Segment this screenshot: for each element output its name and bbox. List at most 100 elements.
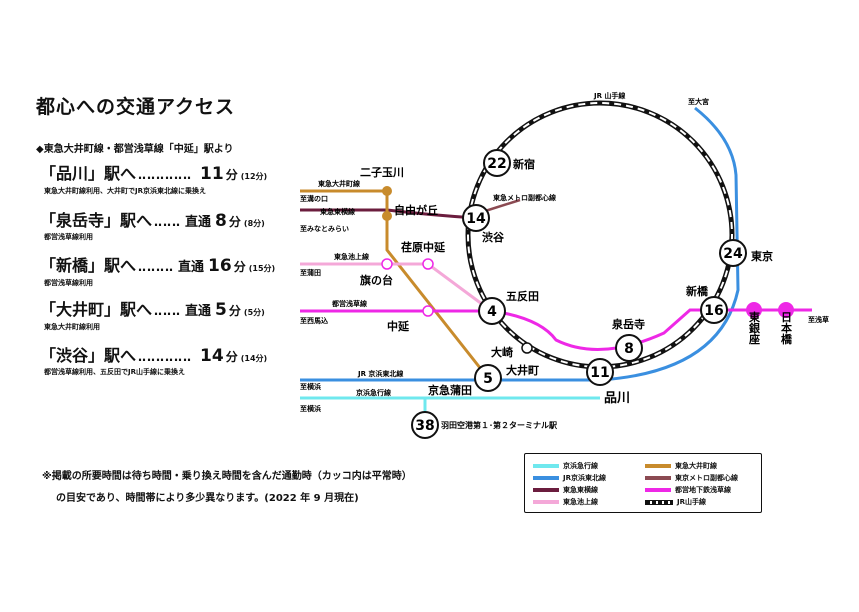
station-oimachi: 大井町 <box>506 363 539 377</box>
station-futakotamagawa: 二子玉川 <box>360 166 404 179</box>
svg-text:8: 8 <box>624 341 634 357</box>
station-sengakuji: 泉岳寺 <box>611 317 645 331</box>
badge-gotanda: 4 <box>478 297 506 325</box>
legend-swatch <box>645 476 671 480</box>
yamanote-label: JR 山手線 <box>593 91 625 100</box>
route-type: 直通 <box>185 304 212 319</box>
badge-sengakuji: 8 <box>615 334 643 362</box>
station-shibuya: 渋谷 <box>482 230 505 244</box>
station-nakanobu: 中延 <box>387 319 410 333</box>
route-minutes: 14 <box>200 346 224 366</box>
station-shinagawa: 品川 <box>604 391 630 406</box>
legend-item-oimachi: 東急大井町線 <box>645 461 717 472</box>
station-dot-nihonbashi <box>778 302 794 318</box>
station-keikyukamata: 京急蒲田 <box>428 383 472 397</box>
to-nishimagome-label: 至西馬込 <box>300 316 328 325</box>
keihin-tohoku-line <box>300 106 740 382</box>
ikegami-line <box>300 262 491 312</box>
badge-shinjuku: 22 <box>483 149 511 177</box>
to-mizonokuchi-label: 至溝の口 <box>300 194 328 203</box>
route-dots: ‥‥‥ <box>154 304 182 318</box>
route-normal-time: (12分) <box>240 172 268 181</box>
asakusa-line-label: 都営浅草線 <box>331 299 367 308</box>
oimachi-line <box>300 189 490 379</box>
route-minutes: 8 <box>215 211 227 231</box>
fukutoshin-line <box>481 198 521 214</box>
station-hatanodai: 旗の台 <box>360 273 393 287</box>
svg-text:5: 5 <box>483 371 493 387</box>
route-unit: 分 <box>228 215 241 229</box>
ikegami-line-label: 東急池上線 <box>334 252 369 261</box>
station-higashiginza: 東銀座 <box>748 310 762 345</box>
badge-haneda: 38 <box>411 411 439 439</box>
station-shinjuku: 新宿 <box>513 157 535 171</box>
legend-swatch <box>645 464 671 468</box>
footnote-line-1: ※掲載の所要時間は待ち時間・乗り換え時間を含んだ通勤時（カッコ内は平常時） <box>42 471 412 482</box>
station-ebaranakanobu: 荏原中延 <box>401 240 446 254</box>
route-dots: ‥‥‥‥‥‥ <box>138 350 193 364</box>
station-gotanda: 五反田 <box>506 289 539 303</box>
svg-text:11: 11 <box>590 365 609 381</box>
legend-swatch <box>533 464 559 468</box>
svg-text:38: 38 <box>415 418 434 434</box>
legend-swatch <box>645 499 673 505</box>
svg-text:22: 22 <box>487 156 506 172</box>
legend-item-fukutoshin: 東京メトロ副都心線 <box>645 473 738 484</box>
route-unit: 分 <box>225 168 238 182</box>
station-shinbashi: 新橋 <box>686 284 709 298</box>
badge-shinbashi: 16 <box>700 296 728 324</box>
route-normal-time: (8分) <box>243 219 265 228</box>
fukutoshin-line-label: 東急メトロ副都心線 <box>493 193 556 202</box>
legend-swatch <box>533 488 559 492</box>
station-haneda: 羽田空港第１･第２ターミナル駅 <box>441 420 558 430</box>
station-dot-jiyugaoka <box>382 211 392 221</box>
badge-tokyo: 24 <box>719 239 747 267</box>
to-omiya-label: 至大宮 <box>688 97 709 106</box>
legend: 京浜急行線 JR京浜東北線 東急東横線 東急池上線 東急大井町線 東京メトロ副都… <box>524 453 762 513</box>
route-dots: ‥‥‥‥ <box>138 260 175 274</box>
route-type: 直通 <box>178 260 205 275</box>
station-jiyugaoka: 自由が丘 <box>394 203 438 217</box>
route-minutes: 11 <box>200 164 224 184</box>
station-dot-hatanodai <box>381 258 393 270</box>
legend-item-yamanote: JR山手線 <box>645 497 706 508</box>
page-title: 都心への交通アクセス <box>36 96 236 118</box>
keihin-line-label: JR 京浜東北線 <box>357 369 403 378</box>
route-dots: ‥‥‥ <box>154 215 182 229</box>
page-subtitle: ◆東急大井町線・都営浅草線「中延」駅より <box>36 144 234 155</box>
route-station: 「大井町」駅へ <box>40 300 153 319</box>
station-osaki: 大崎 <box>491 345 513 359</box>
route-station: 「品川」駅へ <box>40 164 137 183</box>
to-minatomirai-label: 至みなとみらい <box>300 224 349 233</box>
keikyu-line-label: 京浜急行線 <box>356 388 391 397</box>
toyoko-line-label: 東急東横線 <box>320 207 355 216</box>
to-kamata-label: 至蒲田 <box>300 268 321 277</box>
legend-item-keihin: JR京浜東北線 <box>533 473 606 484</box>
route-dots: ‥‥‥‥‥‥ <box>138 168 193 182</box>
legend-item-asakusa: 都営地下鉄浅草線 <box>645 485 731 496</box>
svg-text:14: 14 <box>466 211 486 227</box>
route-note: 都営浅草線利用、五反田でJR山手線に乗換え <box>44 368 185 376</box>
legend-swatch <box>533 500 559 504</box>
badge-oimachi: 5 <box>474 364 502 392</box>
route-note: 東急大井町線利用 <box>44 323 100 331</box>
legend-swatch <box>645 488 671 492</box>
route-station: 「泉岳寺」駅へ <box>40 211 153 230</box>
station-dot-higashiginza <box>746 302 762 318</box>
station-dot-osaki <box>521 342 533 354</box>
to-asakusa-label: 至浅草 <box>808 315 829 324</box>
svg-text:24: 24 <box>723 246 743 262</box>
svg-text:4: 4 <box>487 304 497 320</box>
route-normal-time: (5分) <box>243 308 265 317</box>
oimachi-line-label: 東急大井町線 <box>318 179 360 188</box>
station-dot-nakanobu <box>422 305 434 317</box>
route-minutes: 16 <box>208 256 232 276</box>
route-minutes: 5 <box>215 300 227 320</box>
badge-shibuya: 14 <box>462 204 490 232</box>
to-yokohama-label-2: 至横浜 <box>300 404 321 413</box>
station-tokyo: 東京 <box>751 249 773 263</box>
